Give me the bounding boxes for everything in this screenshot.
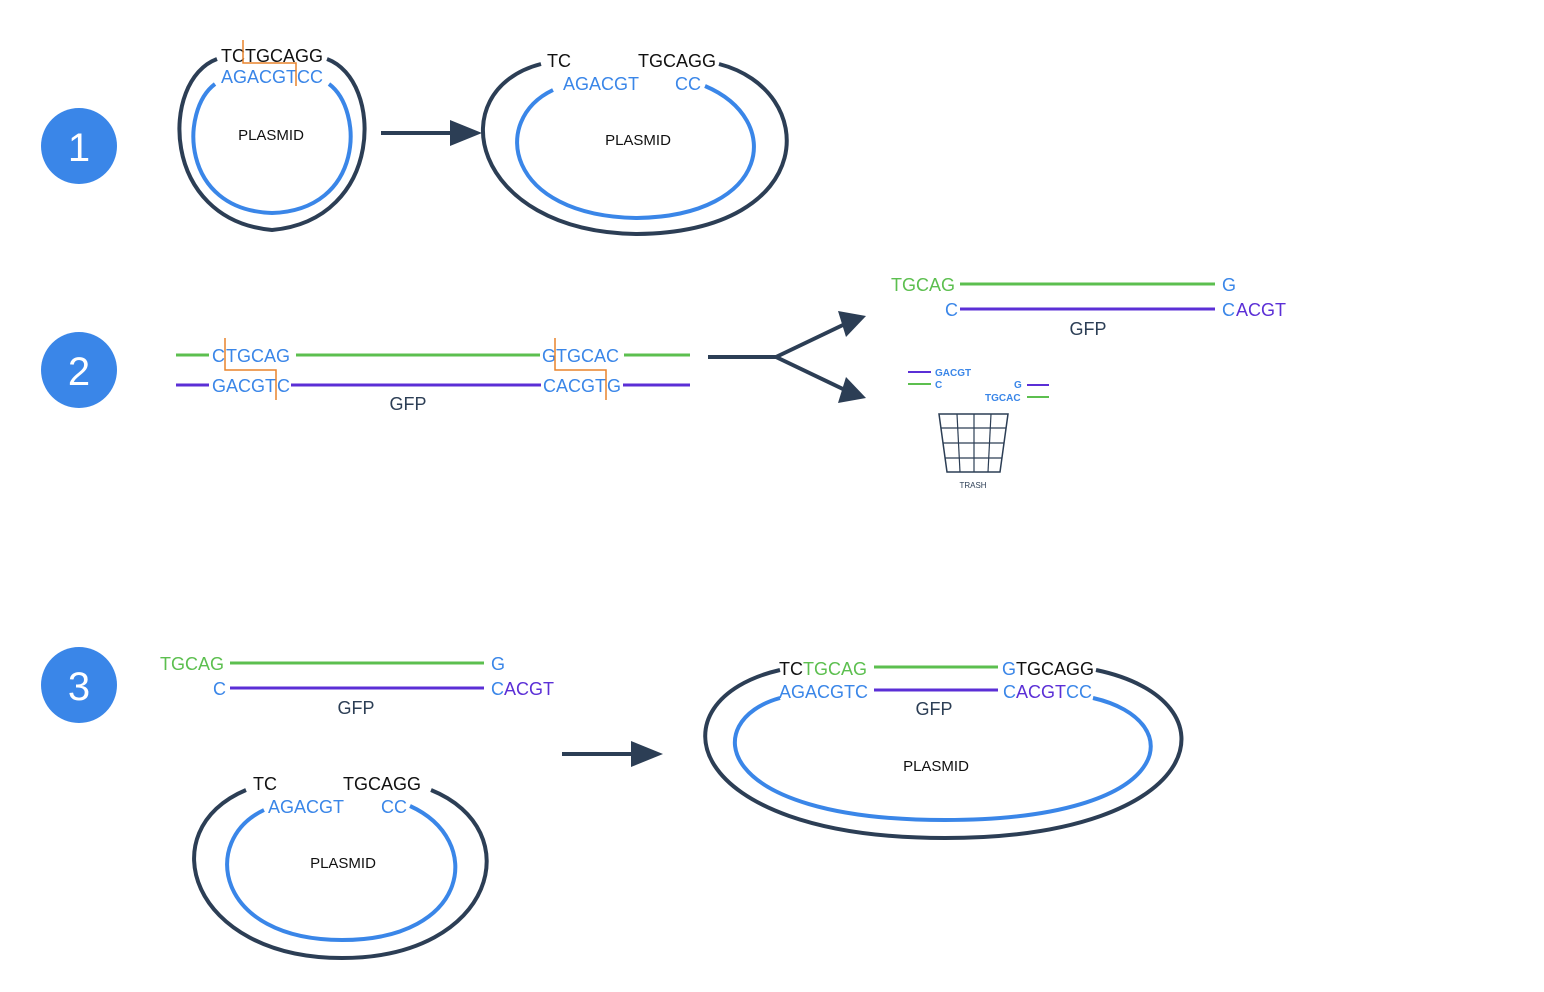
plasmid-label: PLASMID [605,132,671,149]
step-1: 1 TCTGCAGG AGACGTCC PLASMID TC TGCAGG AG… [41,40,789,237]
step-3-arrow [562,741,663,767]
fragment-b: C [935,380,942,391]
top-right-sequence: G [491,654,505,674]
top-right-sequence: TGCAGG [638,51,716,71]
plasmid-outer-strand [703,668,1184,841]
top-green-sequence: TGCAG [803,659,867,679]
gfp-insert: C TGCAG GACGT C G TGCAC CACGT G GFP [176,338,690,414]
step-2: 2 C TGCAG GACGT C G TGCAC CACGT G GFP [41,275,1286,490]
bottom-left-sequence: AGACGT [563,74,639,94]
top-left-sequence: TC [547,51,571,71]
trash-icon: TRASH [938,413,1009,490]
top-tc: TC [779,659,803,679]
gfp-label: GFP [1069,319,1106,339]
top-right-sequence: TGCAGG [343,774,421,794]
plasmid-cut: TC TGCAGG AGACGT CC PLASMID [480,51,789,237]
bottom-right-sequence: ACGT [504,679,554,699]
bottom-purple-sequence: ACGT [1016,682,1066,702]
right-top-g: G [542,346,556,366]
bottom-left-sequence: AGACGT [268,797,344,817]
right-top-sequence: TGCAC [556,346,619,366]
gfp-insert: TGCAG G C C ACGT GFP [160,654,554,718]
gfp-label: GFP [915,699,952,719]
split-arrow [708,311,866,403]
fragment-c: G [1014,380,1022,391]
bottom-right-sequence: ACGT [1236,300,1286,320]
left-bottom-sequence: GACGT [212,376,276,396]
step-1-arrow [381,120,482,146]
plasmid-outer-strand [192,788,489,961]
fragment-a: GACGT [935,368,971,379]
plasmid-label: PLASMID [903,758,969,775]
bottom-right-c: C [491,679,504,699]
bottom-right-sequence: CC [381,797,407,817]
gfp-product: TGCAG G C C ACGT GFP [891,275,1286,339]
right-bottom-sequence: CACGT [543,376,606,396]
left-top-c: C [212,346,225,366]
top-tail-sequence: TGCAGG [1016,659,1094,679]
plasmid-label: PLASMID [238,127,304,144]
step-2-number: 2 [68,350,90,394]
step-3-number: 3 [68,665,90,709]
left-top-sequence: TGCAG [226,346,290,366]
bottom-right-c: C [1222,300,1235,320]
left-cut-site-marker [224,338,277,400]
bottom-c: C [1003,682,1016,702]
top-g: G [1002,659,1016,679]
plasmid-label: PLASMID [310,855,376,872]
step-1-number: 1 [68,126,90,170]
step-3-badge [41,647,117,723]
plasmid-outer-strand [480,62,789,237]
left-bottom-c: C [277,376,290,396]
trash-label: TRASH [959,481,986,490]
top-left-sequence: TGCAG [160,654,224,674]
gfp-label: GFP [337,698,374,718]
bottom-left-sequence: C [945,300,958,320]
plasmid-inner-strand [225,804,458,943]
top-right-sequence: G [1222,275,1236,295]
step-1-badge [41,108,117,184]
plasmid-cut: TC TGCAGG AGACGT CC PLASMID [192,774,489,961]
top-left-sequence: TC [253,774,277,794]
bottom-blue-sequence: AGACGTC [779,682,868,702]
plasmid-closed: TCTGCAGG AGACGTCC PLASMID [177,40,367,233]
bottom-cc: CC [1066,682,1092,702]
recombinant-plasmid: TC TGCAG G TGCAGG AGACGTC C ACGT CC GFP … [703,659,1184,841]
gfp-label: GFP [389,394,426,414]
right-cut-site-marker [554,338,607,400]
plasmid-inner-strand [733,696,1153,823]
plasmid-outer-strand [177,57,367,233]
cut-site-marker [242,40,297,86]
bottom-sequence: AGACGTCC [221,67,323,87]
waste-fragments: GACGT C G TGCAC [908,368,1049,404]
right-bottom-g: G [607,376,621,396]
plasmid-inner-strand [191,82,353,216]
bottom-right-sequence: CC [675,74,701,94]
top-sequence: TCTGCAGG [221,46,323,66]
top-left-sequence: TGCAG [891,275,955,295]
bottom-left-sequence: C [213,679,226,699]
step-3: 3 TGCAG G C C ACGT GFP TC TGCAGG AGACGT … [41,647,1184,961]
fragment-d: TGCAC [985,393,1021,404]
plasmid-inner-strand [515,84,756,221]
step-2-badge [41,332,117,408]
